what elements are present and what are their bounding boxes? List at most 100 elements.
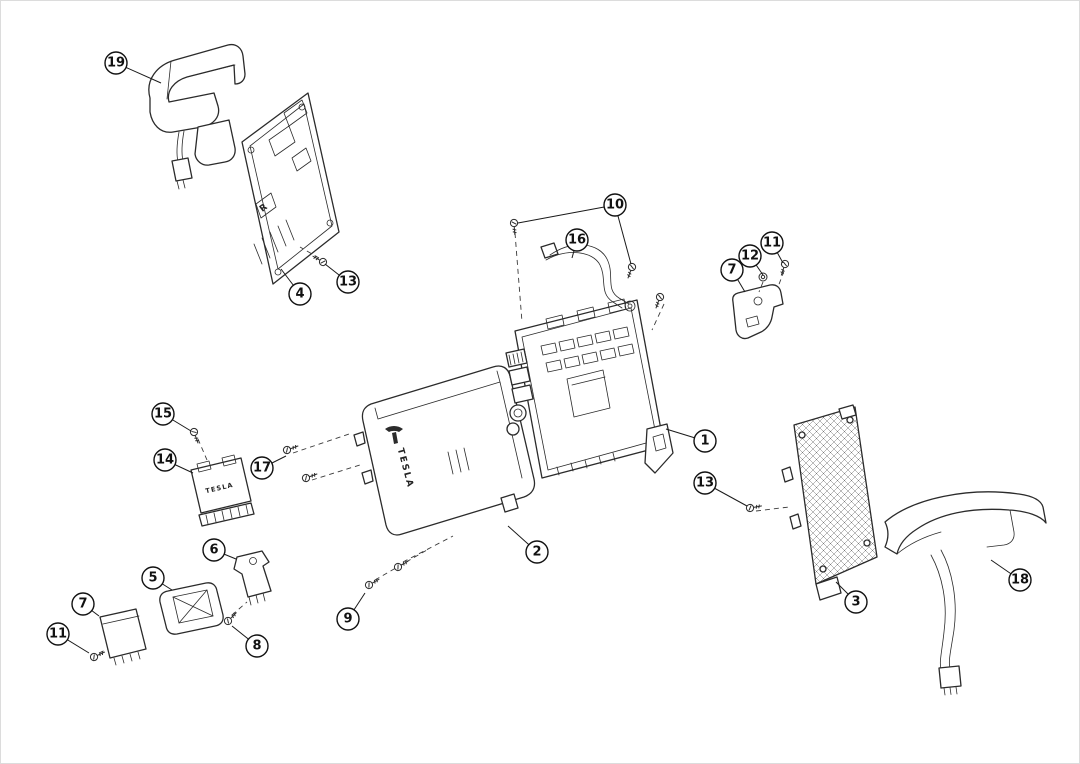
- callout-number: 15: [154, 407, 172, 422]
- part-1-fuse-panel-assembly: [505, 298, 674, 479]
- screw-icon: [655, 292, 665, 309]
- callout-number: 12: [741, 249, 759, 264]
- part-6-bracket: [233, 550, 272, 606]
- part-18-duct-with-harness: [884, 491, 1047, 696]
- callout-balloon[interactable]: [693, 471, 717, 495]
- callout-balloon[interactable]: [720, 258, 744, 282]
- callout-leader-line: [517, 204, 616, 224]
- callout-balloon[interactable]: [288, 282, 312, 306]
- callout-15[interactable]: 15: [151, 402, 192, 432]
- callout-balloon[interactable]: [738, 244, 762, 268]
- callout-8[interactable]: 8: [231, 625, 269, 658]
- callout-6[interactable]: 6: [202, 538, 237, 562]
- callout-balloon[interactable]: [1008, 568, 1032, 592]
- callout-balloon[interactable]: [844, 590, 868, 614]
- callout-number: 18: [1011, 573, 1029, 588]
- callout-balloon[interactable]: [250, 456, 274, 480]
- callout-balloon[interactable]: [245, 634, 269, 658]
- part-5-module: [159, 582, 224, 635]
- screw-icon: [509, 218, 519, 236]
- screw-icon: [301, 472, 318, 483]
- parts-layer: [99, 43, 1047, 696]
- callout-number: 16: [568, 233, 586, 248]
- callout-19[interactable]: 19: [104, 51, 162, 84]
- callout-number: 2: [532, 545, 541, 560]
- callout-11[interactable]: 11: [760, 231, 784, 264]
- callout-balloon[interactable]: [336, 607, 360, 631]
- callout-balloon[interactable]: [104, 51, 128, 75]
- callout-10[interactable]: 10: [517, 193, 632, 265]
- washer-icon: [758, 272, 768, 282]
- callout-balloon[interactable]: [46, 622, 70, 646]
- callout-balloon[interactable]: [565, 228, 589, 252]
- callout-number: 7: [727, 263, 736, 278]
- callout-balloon[interactable]: [151, 402, 175, 426]
- screw-icon: [393, 560, 409, 572]
- callout-11[interactable]: 11: [46, 622, 90, 654]
- callout-17[interactable]: 17: [250, 455, 287, 480]
- callout-number: 9: [343, 612, 352, 627]
- callout-balloon[interactable]: [336, 270, 360, 294]
- part-16-jumper-strap: [540, 242, 636, 312]
- screws-layer: [89, 218, 790, 662]
- callout-number: 14: [156, 453, 174, 468]
- callout-number: 11: [763, 236, 781, 251]
- callout-balloon[interactable]: [525, 540, 549, 564]
- callout-number: 4: [295, 287, 304, 302]
- screw-icon: [627, 262, 637, 279]
- callout-balloon[interactable]: [153, 448, 177, 472]
- screw-icon: [780, 259, 790, 276]
- callout-number: 6: [209, 543, 218, 558]
- callout-balloon[interactable]: [603, 193, 627, 217]
- callout-14[interactable]: 14: [153, 448, 194, 474]
- callout-number: 1: [700, 434, 709, 449]
- callout-16[interactable]: 16: [565, 228, 589, 259]
- part-4-board-assembly: [241, 92, 340, 285]
- callout-number: 13: [696, 476, 714, 491]
- part-3-side-panel: [781, 404, 878, 601]
- callout-5[interactable]: 5: [141, 566, 173, 591]
- part-19-cable-guide: [148, 43, 246, 190]
- callout-13[interactable]: 13: [693, 471, 748, 507]
- callout-number: 8: [252, 639, 261, 654]
- callouts-layer: 19 4 13 10 16 11 12 7 1 15 14 17 2 13 3 18 9 8 6 5 7 11: [46, 51, 1032, 658]
- callout-2[interactable]: 2: [507, 525, 549, 564]
- washers-layer: [758, 272, 768, 282]
- screw-icon: [89, 651, 106, 662]
- callout-balloon[interactable]: [71, 592, 95, 616]
- callout-number: 19: [107, 56, 125, 71]
- callout-9[interactable]: 9: [336, 592, 366, 631]
- screw-icon: [189, 427, 200, 444]
- callout-3[interactable]: 3: [835, 581, 868, 614]
- callout-balloon[interactable]: [760, 231, 784, 255]
- callout-number: 3: [851, 595, 860, 610]
- callout-7[interactable]: 7: [71, 592, 100, 617]
- callout-4[interactable]: 4: [280, 268, 312, 306]
- part-14-connector-module: [190, 454, 255, 527]
- callout-number: 10: [606, 198, 624, 213]
- screw-icon: [364, 578, 380, 590]
- part-7-bracket-upper: [732, 284, 784, 340]
- screw-icon: [282, 444, 299, 455]
- callout-number: 5: [148, 571, 157, 586]
- callout-number: 11: [49, 627, 67, 642]
- tesla-logo: [385, 426, 403, 444]
- callout-number: 13: [339, 275, 357, 290]
- callout-balloon[interactable]: [202, 538, 226, 562]
- part-2-cover: [353, 365, 536, 536]
- part-7-module-lower: [99, 608, 147, 666]
- callout-1[interactable]: 1: [665, 428, 717, 453]
- callout-18[interactable]: 18: [990, 559, 1032, 592]
- callout-13[interactable]: 13: [324, 263, 360, 294]
- callout-7[interactable]: 7: [720, 258, 746, 293]
- callout-balloon[interactable]: [141, 566, 165, 590]
- callout-number: 7: [78, 597, 87, 612]
- part-4-r-marking: R: [258, 202, 270, 214]
- screw-icon: [223, 612, 237, 626]
- screw-icon: [312, 255, 328, 267]
- callout-12[interactable]: 12: [738, 244, 764, 276]
- callout-balloon[interactable]: [693, 429, 717, 453]
- screw-icon: [745, 503, 762, 513]
